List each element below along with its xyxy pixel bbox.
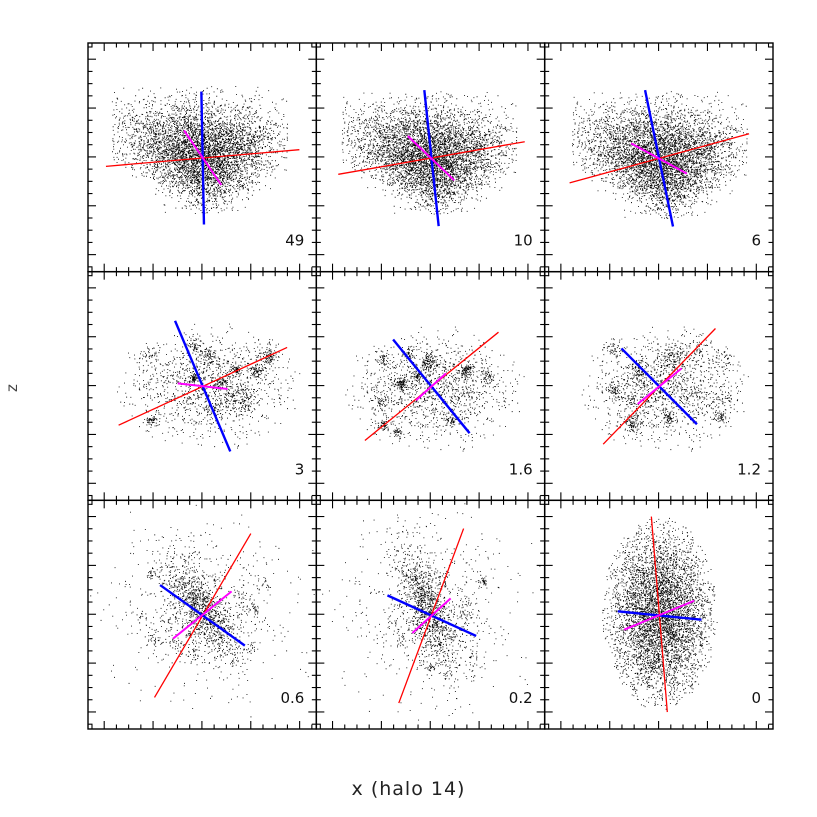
- panel-6: 6: [543, 42, 774, 273]
- intermediate-axis-line: [623, 599, 695, 631]
- redshift-label: 0: [751, 689, 761, 707]
- intermediate-axis-line: [411, 597, 452, 634]
- y-axis-label: z: [3, 384, 21, 392]
- panel-49: 49: [87, 42, 318, 273]
- panel-1_6: 1.6: [315, 270, 546, 502]
- redshift-label: 3: [295, 460, 305, 478]
- redshift-label: 1.6: [509, 460, 533, 478]
- particle-points: [581, 326, 749, 452]
- axis-ticks: [316, 43, 545, 272]
- particle-points: [111, 86, 289, 214]
- particle-points: [602, 517, 718, 710]
- intermediate-axis-line: [630, 142, 688, 175]
- redshift-label: 49: [285, 232, 304, 250]
- x-axis-label: x (halo 14): [351, 778, 466, 800]
- panel-3: 3: [87, 270, 318, 502]
- redshift-label: 0.6: [280, 689, 304, 707]
- redshift-label: 1.2: [737, 460, 761, 478]
- panel-10: 10: [315, 42, 546, 273]
- scatter-points: [602, 517, 718, 710]
- particle-points: [572, 91, 748, 219]
- scatter-points: [572, 91, 748, 219]
- panel-0_6: 0.6: [87, 499, 318, 730]
- intermediate-axis-line: [172, 590, 233, 640]
- axis-ticks: [316, 500, 545, 730]
- particle-points: [322, 500, 541, 730]
- intermediate-axis-line: [415, 372, 447, 402]
- panel-0_2: 0.2: [315, 499, 546, 730]
- scatter-points: [90, 504, 315, 718]
- redshift-label: 0.2: [509, 689, 533, 707]
- panel-1_2: 1.2: [543, 270, 774, 502]
- axis-ticks: [544, 43, 774, 272]
- scatter-points: [111, 86, 289, 214]
- intermediate-axis-line: [183, 129, 223, 186]
- particle-points: [341, 91, 518, 215]
- axis-ticks: [88, 500, 317, 730]
- axis-ticks: [88, 271, 317, 501]
- intermediate-axis-line: [637, 367, 683, 405]
- scatter-points: [581, 326, 749, 452]
- intermediate-axis-line: [177, 382, 228, 391]
- panel-0: 0: [543, 499, 774, 730]
- redshift-label: 10: [514, 232, 533, 250]
- redshift-label: 6: [751, 232, 761, 250]
- axis-ticks: [316, 271, 545, 501]
- scatter-points: [341, 91, 518, 215]
- intermediate-axis-line: [407, 135, 455, 182]
- panel-grid: 49 10 6 3 1.6 1.2 0.6 0.2 0: [87, 42, 774, 730]
- scatter-points: [322, 500, 541, 730]
- axis-ticks: [88, 43, 317, 272]
- axis-ticks: [544, 271, 774, 501]
- particle-points: [90, 504, 315, 718]
- axis-ticks: [544, 500, 774, 730]
